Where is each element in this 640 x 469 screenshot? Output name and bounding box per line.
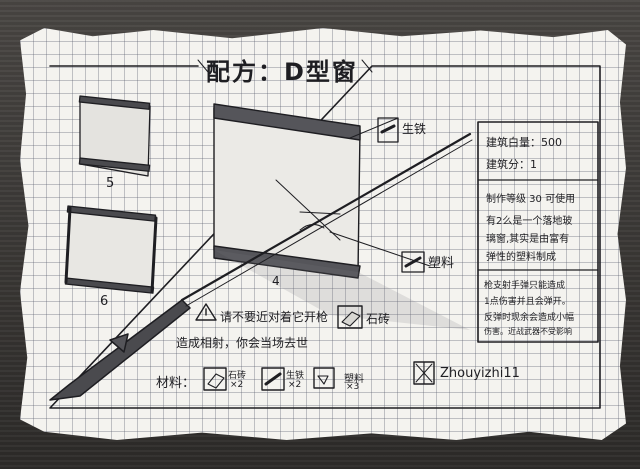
materials-label: 材料： <box>156 376 196 391</box>
steel-label: 生铁 <box>402 122 427 136</box>
defense-line-4: 伤害。近战武器不受影响 <box>484 327 572 336</box>
material-iron-name: 生铁 <box>286 371 305 381</box>
warning-line-2: 造成相射，你会当场去世 <box>176 336 309 350</box>
plastic-label: 塑料 <box>428 256 455 271</box>
plastic-label-icon <box>401 251 425 273</box>
inner-frame-border <box>49 65 601 409</box>
material-plastic-box <box>313 367 335 389</box>
central-window-sketch <box>213 103 470 330</box>
desc-line-3: 弹性的塑料制成 <box>486 252 556 263</box>
window-6-sketch <box>64 205 158 294</box>
material-plastic-name: 塑料 <box>344 374 364 385</box>
material-plastic-qty: ×3 <box>346 382 360 392</box>
steel-pointer <box>349 117 399 139</box>
warning-line-1: 请不要近对着它开枪 <box>220 310 329 324</box>
unlock-level: 制作等级 30 可使用 <box>486 194 576 205</box>
defense-line-1: 枪支射手弹只能造成 <box>484 281 566 291</box>
window-5-sketch <box>78 95 151 177</box>
info-panel-box <box>477 121 599 343</box>
page-title: 配方：D型窗 <box>206 58 358 86</box>
building-score: 建筑分：1 <box>486 158 537 171</box>
desc-line-2: 璃窗,其实是由富有 <box>486 234 570 245</box>
material-brick-qty: ×2 <box>230 380 244 390</box>
defense-line-3: 反弹时现余会造成小幅 <box>484 313 575 323</box>
warning-triangle-icon <box>195 303 217 321</box>
steel-label-icon <box>377 117 399 143</box>
signature-text: Zhouyizhi11 <box>440 366 520 381</box>
material-brick-name: 石砖 <box>228 371 247 381</box>
building-value: 建筑白量：500 <box>486 136 562 149</box>
number-6-label: 6 <box>100 294 109 309</box>
number-4-label: 4 <box>272 274 280 288</box>
material-brick-box <box>203 367 227 391</box>
material-iron-box <box>261 367 285 391</box>
rifle-sketch <box>49 132 473 401</box>
number-5-label: 5 <box>106 176 115 191</box>
material-iron-qty: ×2 <box>288 380 302 390</box>
desc-line-1: 有2么是一个落地玻 <box>486 216 573 227</box>
defense-line-2: 1点伤害并且会弹开。 <box>484 297 571 307</box>
stone-label: 石砖 <box>366 312 391 326</box>
stone-label-icon <box>337 305 363 329</box>
